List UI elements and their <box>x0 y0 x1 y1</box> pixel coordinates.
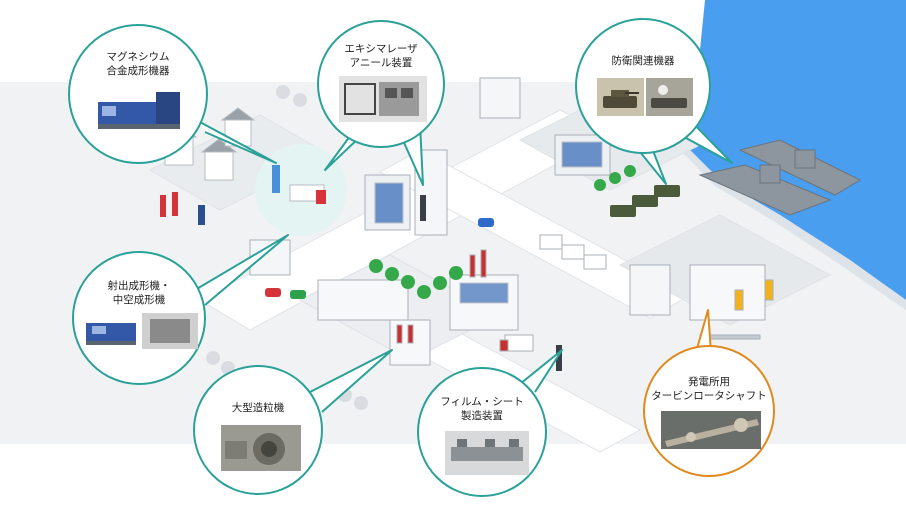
factory-main-windows <box>459 282 509 304</box>
tree <box>609 172 621 184</box>
tree <box>417 285 431 299</box>
callout-title: 大型造粒機 <box>231 402 285 414</box>
callout-title: フィルム・シート 製造装置 <box>440 396 524 422</box>
person <box>172 192 178 216</box>
office-building-3 <box>479 77 521 119</box>
office-building-2 <box>414 149 448 236</box>
warship-1 <box>698 164 832 216</box>
office-building-1-windows <box>374 182 404 224</box>
person <box>160 195 166 217</box>
chimney-2 <box>480 249 487 278</box>
callout-defense: 防衛関連機器 <box>575 18 711 154</box>
chimney-4 <box>407 324 414 344</box>
tank-icon <box>597 78 693 116</box>
rotor-shaft-icon <box>661 411 761 449</box>
injection-molding-machine-icon <box>94 84 186 134</box>
chimney-1 <box>469 254 476 278</box>
office-building-6 <box>249 239 291 276</box>
truck-red-cab <box>499 339 509 352</box>
person-office <box>420 195 426 221</box>
tree <box>385 267 399 281</box>
callout-title: 射出成形機・ 中空成形機 <box>107 280 171 306</box>
callout-title: エキシマレーザ アニール装置 <box>344 43 418 69</box>
shore-edge <box>684 150 906 310</box>
house-3-roof <box>220 107 256 121</box>
person-film <box>556 345 562 371</box>
tank-3 <box>654 185 680 197</box>
tree-grey <box>276 85 290 99</box>
tree-grey <box>206 351 220 365</box>
power-plant-building <box>689 264 766 321</box>
car-green <box>290 290 306 299</box>
road-side <box>378 149 692 319</box>
house-3 <box>224 117 252 147</box>
tree-grey <box>354 396 368 410</box>
tree-grey <box>293 93 307 107</box>
warship-1-bridge <box>759 164 781 184</box>
tree <box>594 179 606 191</box>
tank-2 <box>632 195 658 207</box>
person-presenter <box>272 165 280 193</box>
person-cameraman <box>198 205 205 225</box>
film-line-icon <box>445 431 529 475</box>
tree-grey <box>338 388 352 402</box>
tree <box>369 259 383 273</box>
tree <box>401 275 415 289</box>
truck-1 <box>539 234 563 250</box>
callout-title: 防衛関連機器 <box>611 55 675 67</box>
truck-3 <box>583 254 607 270</box>
power-plant-transformer-2 <box>764 279 774 301</box>
molding-machine-icon <box>84 313 198 349</box>
callout-turbine: 発電所用 タービンロータシャフト <box>643 345 775 477</box>
callout-magnesium: マグネシウム 合金成形機器 <box>68 24 208 164</box>
tree <box>433 276 447 290</box>
callout-injection: 射出成形機・ 中空成形機 <box>72 251 206 385</box>
callout-excimer: エキシマレーザ アニール装置 <box>317 20 445 148</box>
factory-hall <box>317 279 409 321</box>
person-seated <box>316 190 326 204</box>
laser-annealing-equipment-icon <box>339 76 427 122</box>
callout-granulator: 大型造粒機 <box>193 365 323 495</box>
office-building-4-windows <box>561 141 603 168</box>
granulator-icon <box>221 425 301 471</box>
house-2 <box>204 149 234 181</box>
car-blue <box>478 218 494 227</box>
tree <box>624 165 636 177</box>
truck-2 <box>561 244 585 260</box>
office-building-5 <box>629 264 671 316</box>
power-plant-transformer-1 <box>734 289 744 311</box>
callout-title: マグネシウム 合金成形機器 <box>106 51 170 77</box>
warship-2-bridge <box>794 149 816 169</box>
tree <box>449 266 463 280</box>
people-group-camera <box>160 192 205 225</box>
callout-title: 発電所用 タービンロータシャフト <box>651 376 767 402</box>
tank-1 <box>610 205 636 217</box>
car-red <box>265 288 281 297</box>
power-plant-fence <box>699 334 761 340</box>
callout-film: フィルム・シート 製造装置 <box>417 367 547 497</box>
chimney-3 <box>396 324 403 344</box>
truck-red <box>504 334 534 352</box>
